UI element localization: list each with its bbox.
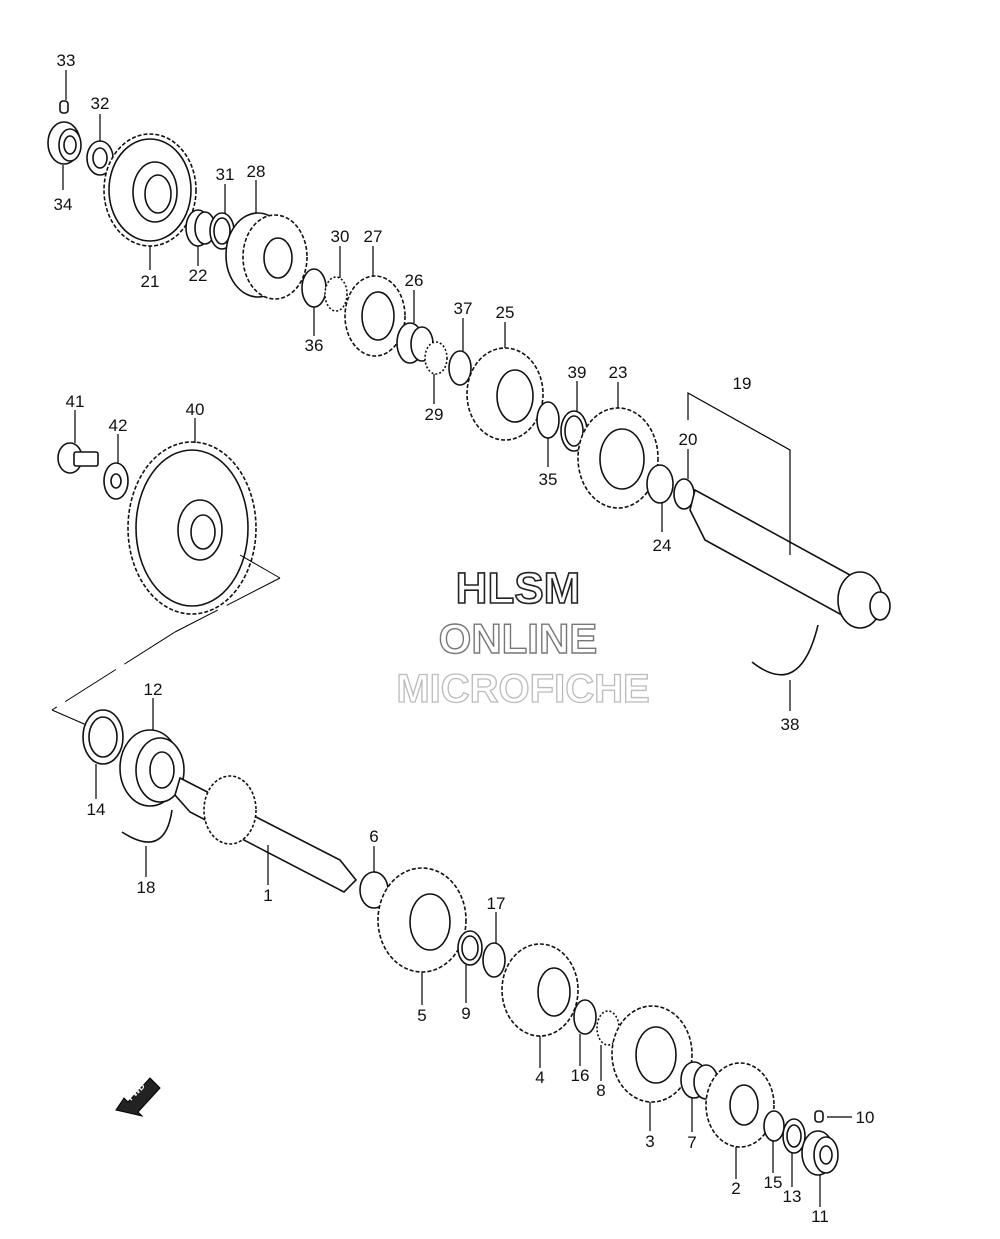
label-14[interactable]: 14 [87, 800, 106, 819]
part-5-gear[interactable] [377, 867, 467, 973]
upper-shaft-assembly [47, 100, 891, 676]
part-10-pin[interactable] [814, 1110, 824, 1123]
label-41[interactable]: 41 [66, 392, 85, 411]
label-9[interactable]: 9 [461, 1004, 470, 1023]
fwd-arrow-icon: FWD [115, 1077, 161, 1117]
label-10[interactable]: 10 [856, 1108, 875, 1127]
part-14-washer[interactable] [82, 709, 124, 765]
part-38-circlip[interactable] [751, 624, 819, 676]
label-17[interactable]: 17 [487, 894, 506, 913]
part-18-circlip[interactable] [121, 809, 173, 843]
part-15-circlip[interactable] [763, 1110, 785, 1142]
part-12-bearing[interactable] [119, 729, 185, 807]
part-labels: 33 32 34 21 31 28 22 30 27 36 26 29 37 2… [54, 51, 875, 1226]
label-37[interactable]: 37 [454, 299, 473, 318]
label-32[interactable]: 32 [91, 94, 110, 113]
label-40[interactable]: 40 [186, 400, 205, 419]
leader-lines [62, 70, 852, 1207]
part-11-bearing[interactable] [801, 1130, 839, 1176]
label-28[interactable]: 28 [247, 162, 266, 181]
part-7-bushing[interactable] [680, 1061, 719, 1100]
label-13[interactable]: 13 [783, 1187, 802, 1206]
label-30[interactable]: 30 [331, 227, 350, 246]
part-2-gear[interactable] [705, 1062, 775, 1148]
label-15[interactable]: 15 [764, 1173, 783, 1192]
label-20[interactable]: 20 [679, 430, 698, 449]
label-16[interactable]: 16 [571, 1066, 590, 1085]
label-24[interactable]: 24 [653, 536, 672, 555]
label-1[interactable]: 1 [263, 886, 272, 905]
label-22[interactable]: 22 [189, 266, 208, 285]
label-31[interactable]: 31 [216, 165, 235, 184]
part-27-gear[interactable] [344, 275, 406, 357]
label-11[interactable]: 11 [811, 1207, 829, 1226]
part-24-bushing[interactable] [646, 464, 674, 504]
part-17-circlip[interactable] [482, 942, 506, 978]
label-7[interactable]: 7 [687, 1133, 696, 1152]
label-26[interactable]: 26 [405, 271, 424, 290]
label-12[interactable]: 12 [144, 680, 163, 699]
label-35[interactable]: 35 [539, 470, 558, 489]
label-39[interactable]: 39 [568, 363, 587, 382]
label-33[interactable]: 33 [57, 51, 76, 70]
part-4-gear[interactable] [501, 943, 579, 1037]
part-30-washer[interactable] [324, 276, 348, 312]
part-21-gear[interactable] [103, 133, 197, 247]
part-25-gear[interactable] [466, 347, 544, 441]
label-23[interactable]: 23 [609, 363, 628, 382]
part-9-washer[interactable] [457, 930, 483, 966]
part-33-pin[interactable] [59, 100, 69, 114]
part-37-circlip[interactable] [448, 350, 472, 386]
label-34[interactable]: 34 [54, 195, 73, 214]
part-1-driveshaft[interactable] [174, 775, 358, 893]
part-42-washer[interactable] [103, 462, 129, 500]
label-3[interactable]: 3 [645, 1132, 654, 1151]
label-27[interactable]: 27 [364, 227, 383, 246]
primary-driven-gear-assembly [51, 441, 281, 731]
label-18[interactable]: 18 [137, 878, 156, 897]
label-36[interactable]: 36 [305, 336, 324, 355]
part-29-washer[interactable] [424, 341, 448, 375]
label-2[interactable]: 2 [731, 1179, 740, 1198]
part-13-washer[interactable] [782, 1118, 806, 1154]
label-6[interactable]: 6 [369, 827, 378, 846]
part-23-gear[interactable] [577, 407, 659, 509]
watermark-line-1: HLSM [456, 564, 581, 613]
label-8[interactable]: 8 [596, 1081, 605, 1100]
label-19[interactable]: 19 [733, 374, 752, 393]
part-41-bolt[interactable] [57, 442, 99, 474]
label-4[interactable]: 4 [535, 1068, 544, 1087]
part-22-bushing[interactable] [185, 209, 216, 247]
part-16-circlip[interactable] [573, 999, 597, 1035]
label-5[interactable]: 5 [417, 1006, 426, 1025]
part-19-countershaft[interactable] [689, 488, 891, 629]
part-32-washer[interactable] [86, 140, 114, 176]
part-40-gear[interactable] [127, 441, 257, 615]
part-28-gear[interactable] [225, 212, 308, 300]
part-3-gear[interactable] [611, 1005, 693, 1103]
part-36-circlip[interactable] [301, 268, 327, 308]
lower-shaft-assembly [82, 709, 839, 1176]
label-42[interactable]: 42 [109, 416, 128, 435]
label-21[interactable]: 21 [141, 272, 160, 291]
watermark-line-3: MICROFICHE [396, 667, 649, 711]
watermark-line-2: ONLINE [439, 615, 598, 662]
part-35-circlip[interactable] [536, 401, 560, 439]
part-34-bearing[interactable] [47, 121, 82, 165]
watermark: HLSM ONLINE MICROFICHE [396, 563, 651, 711]
label-38[interactable]: 38 [781, 715, 800, 734]
label-25[interactable]: 25 [496, 303, 515, 322]
label-29[interactable]: 29 [425, 405, 444, 424]
